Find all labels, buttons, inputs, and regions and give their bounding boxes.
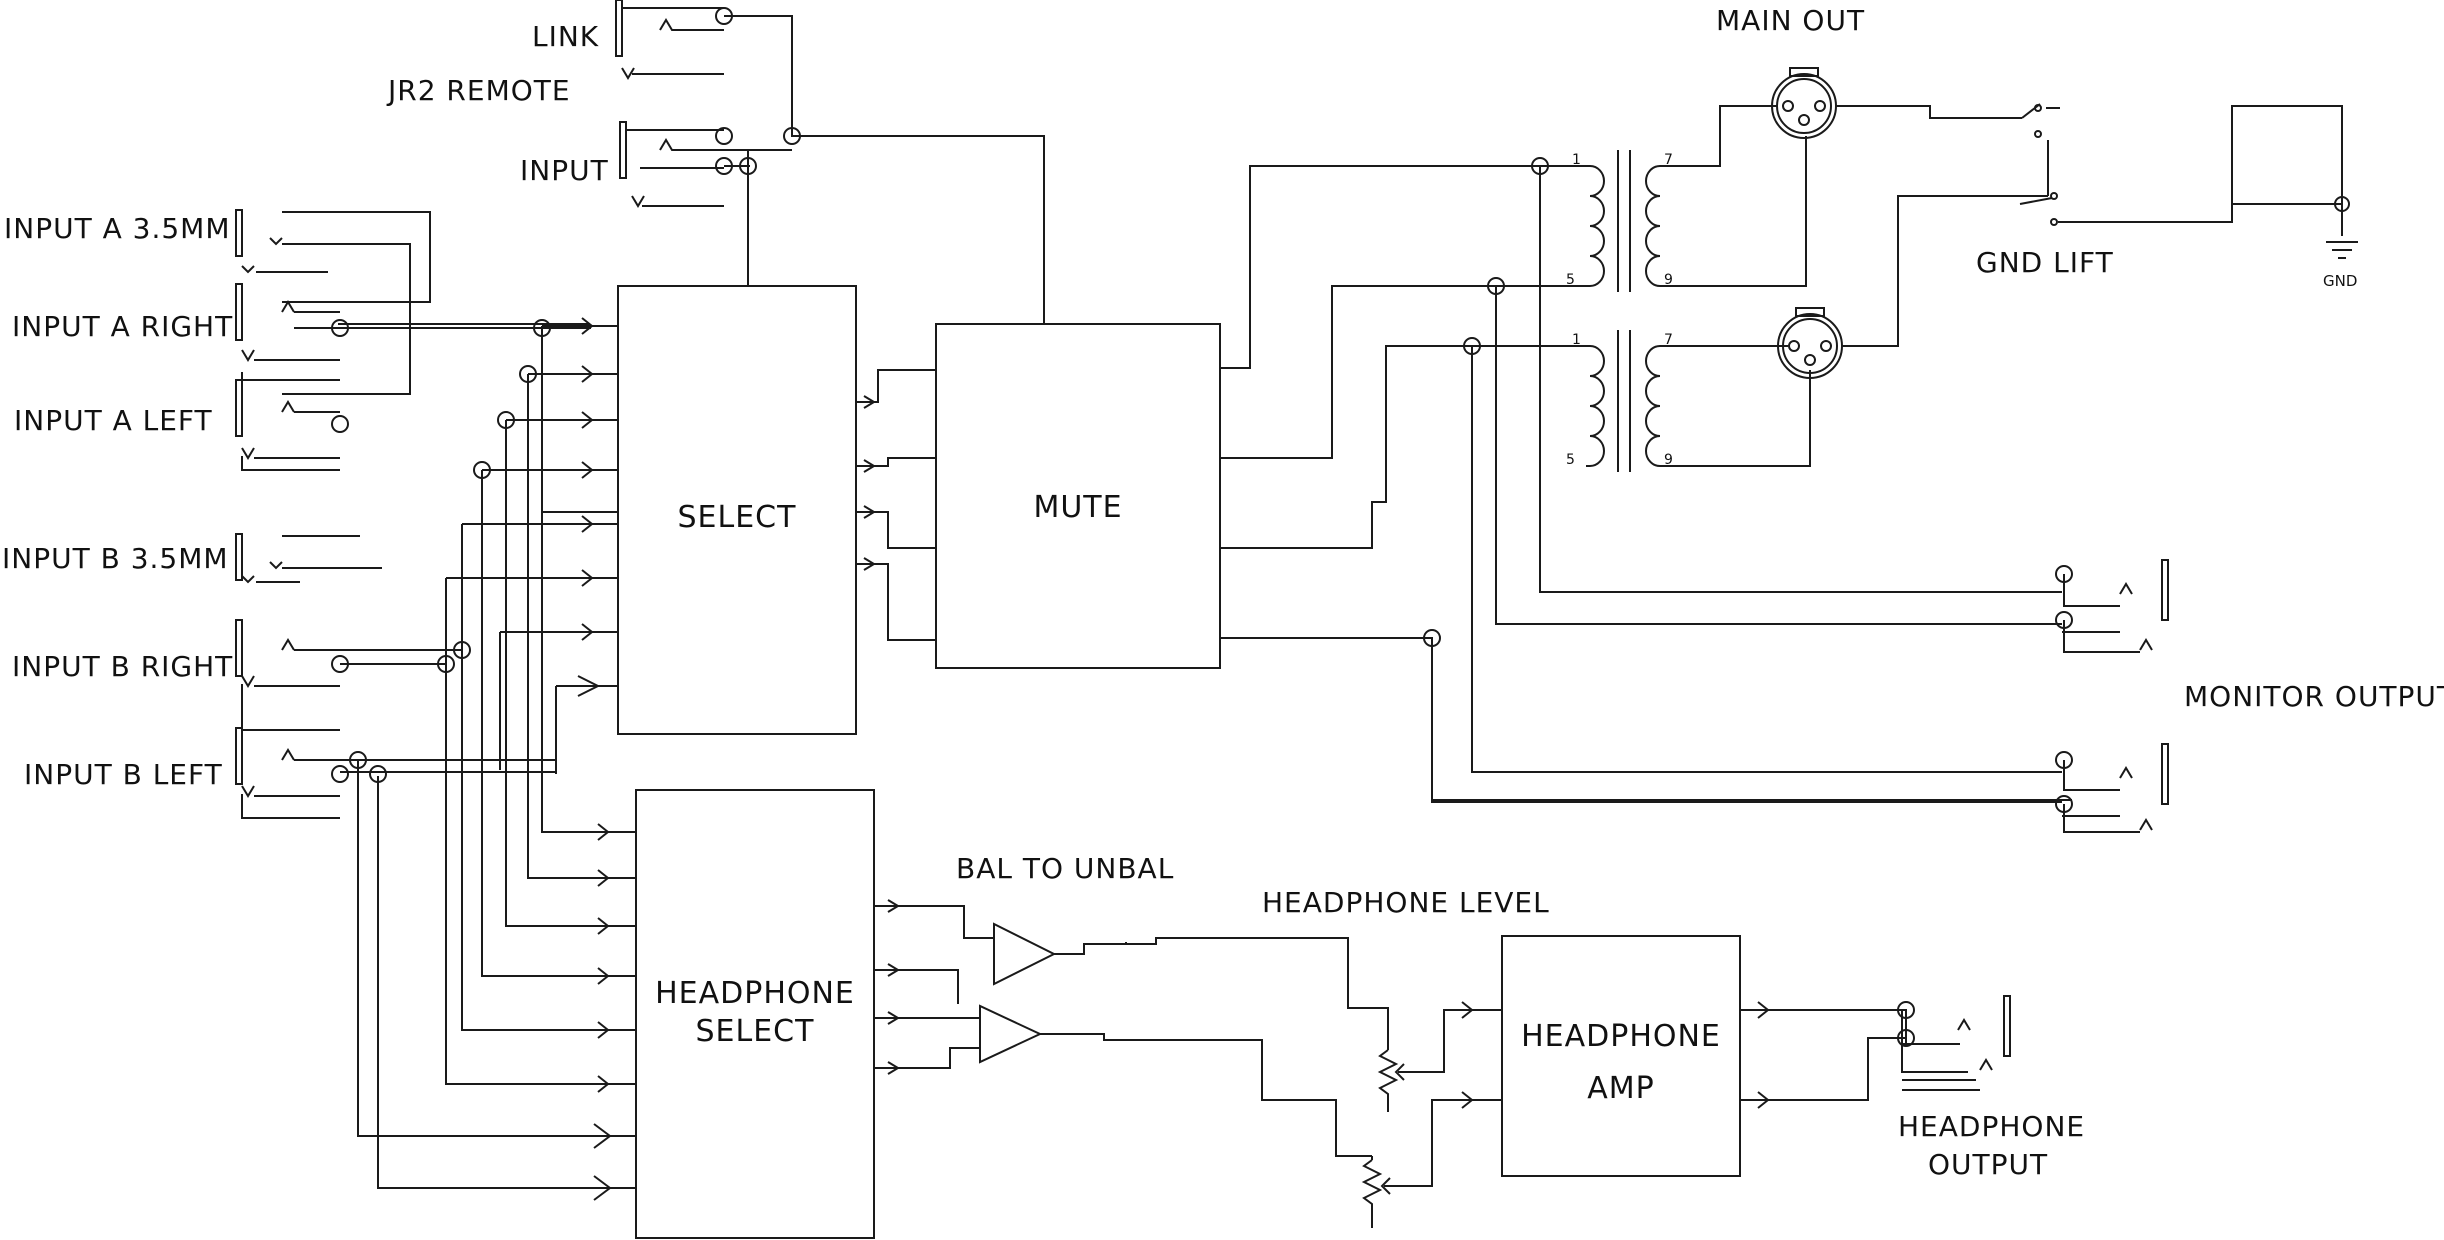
gnd-lift-switches xyxy=(2019,103,2350,236)
label-headphone-output-line2: OUTPUT xyxy=(1928,1148,2048,1181)
svg-text:7: 7 xyxy=(1664,332,1673,348)
label-monitor-output: MONITOR OUTPUT xyxy=(2184,680,2444,713)
label-input-b-left: INPUT B LEFT xyxy=(24,758,223,791)
jack-input-a-35 xyxy=(235,209,430,274)
jack-input-b-left xyxy=(235,727,340,819)
xlr-main-out-upper xyxy=(1771,67,2049,197)
label-input-b-right: INPUT B RIGHT xyxy=(12,650,233,683)
xlr-main-out-lower xyxy=(1777,195,1930,379)
select-to-mute xyxy=(856,369,936,641)
svg-text:1: 1 xyxy=(1572,152,1581,168)
monitor-output-wiring xyxy=(1431,166,2062,803)
headphone-select-box xyxy=(635,789,875,1239)
headphone-level-pots xyxy=(1361,1001,1502,1228)
transformer-lower: 1 5 7 9 xyxy=(1566,330,1811,472)
transformer-upper: 1 5 7 9 xyxy=(1566,105,1807,292)
headphone-amp-label-line2: AMP xyxy=(1587,1071,1655,1106)
jack-link xyxy=(615,0,724,80)
svg-text:9: 9 xyxy=(1664,272,1673,288)
ground-icon xyxy=(2326,241,2358,259)
label-bal-to-unbal: BAL TO UNBAL xyxy=(956,852,1174,885)
bal-to-unbal-amps xyxy=(874,899,1389,1157)
label-gnd: GND xyxy=(2323,272,2357,290)
label-gnd-lift: GND LIFT xyxy=(1976,246,2114,279)
label-input: INPUT xyxy=(520,154,609,187)
label-input-b-35mm: INPUT B 3.5MM xyxy=(2,542,229,575)
label-main-out: MAIN OUT xyxy=(1716,4,1865,37)
monitor-jack-upper xyxy=(2062,559,2169,653)
monitor-jack-lower xyxy=(2062,743,2169,833)
select-label: SELECT xyxy=(678,500,797,535)
label-link: LINK xyxy=(532,20,599,53)
jack-input-b-35 xyxy=(235,533,382,584)
mute-label: MUTE xyxy=(1033,490,1122,525)
mute-box xyxy=(935,323,1221,669)
input-wiring xyxy=(282,15,1045,1201)
label-headphone-level: HEADPHONE LEVEL xyxy=(1262,886,1550,919)
headphone-amp-label-line1: HEADPHONE xyxy=(1521,1019,1721,1054)
block-mute: MUTE xyxy=(935,323,1221,669)
mute-outputs xyxy=(1220,165,2072,801)
block-headphone-select: HEADPHONE SELECT xyxy=(635,789,875,1239)
headphone-amp-box xyxy=(1501,935,1741,1177)
svg-text:9: 9 xyxy=(1664,452,1673,468)
svg-text:7: 7 xyxy=(1664,152,1673,168)
svg-text:5: 5 xyxy=(1566,272,1575,288)
select-box xyxy=(617,285,857,735)
headphone-amp-output xyxy=(1740,1001,1907,1109)
svg-text:5: 5 xyxy=(1566,452,1575,468)
label-jr2-remote: JR2 REMOTE xyxy=(386,74,571,107)
jack-input xyxy=(619,121,724,208)
svg-text:1: 1 xyxy=(1572,332,1581,348)
labels: LINK JR2 REMOTE INPUT INPUT A 3.5MM INPU… xyxy=(2,4,2444,1181)
label-headphone-output-line1: HEADPHONE xyxy=(1898,1110,2085,1143)
label-input-a-left: INPUT A LEFT xyxy=(14,404,213,437)
jack-input-a-left xyxy=(235,379,340,471)
block-select: SELECT xyxy=(617,285,857,735)
jack-input-b-right xyxy=(235,619,340,731)
jack-input-a-right xyxy=(235,283,340,381)
headphone-select-label-line1: HEADPHONE xyxy=(655,976,855,1011)
label-input-a-right: INPUT A RIGHT xyxy=(12,310,233,343)
label-input-a-35mm: INPUT A 3.5MM xyxy=(4,212,231,245)
block-headphone-amp: HEADPHONE AMP xyxy=(1501,935,1741,1177)
junction-dots xyxy=(331,7,2073,1047)
headphone-output-jack xyxy=(1901,995,2011,1091)
headphone-select-label-line2: SELECT xyxy=(696,1014,815,1049)
